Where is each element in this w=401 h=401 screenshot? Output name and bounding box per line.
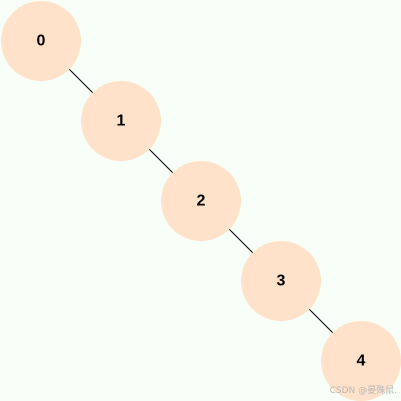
tree-node-4: 4 bbox=[321, 321, 401, 401]
edge-1-2 bbox=[148, 148, 174, 174]
edge-2-3 bbox=[228, 228, 254, 254]
tree-node-0: 0 bbox=[1, 1, 81, 81]
node-label: 4 bbox=[357, 353, 366, 370]
node-label: 0 bbox=[37, 33, 46, 50]
edge-0-1 bbox=[68, 68, 94, 94]
tree-node-3: 3 bbox=[241, 241, 321, 321]
node-label: 2 bbox=[197, 193, 206, 210]
node-label: 1 bbox=[117, 113, 126, 130]
node-circle bbox=[241, 241, 321, 321]
node-label: 3 bbox=[277, 273, 286, 290]
edges-layer bbox=[68, 68, 334, 334]
node-circle bbox=[1, 1, 81, 81]
node-circle bbox=[161, 161, 241, 241]
node-circle bbox=[321, 321, 401, 401]
tree-node-1: 1 bbox=[81, 81, 161, 161]
edge-3-4 bbox=[308, 308, 334, 334]
csdn-watermark: CSDN @晏殊鼠. bbox=[329, 386, 397, 396]
node-circle bbox=[81, 81, 161, 161]
tree-node-2: 2 bbox=[161, 161, 241, 241]
